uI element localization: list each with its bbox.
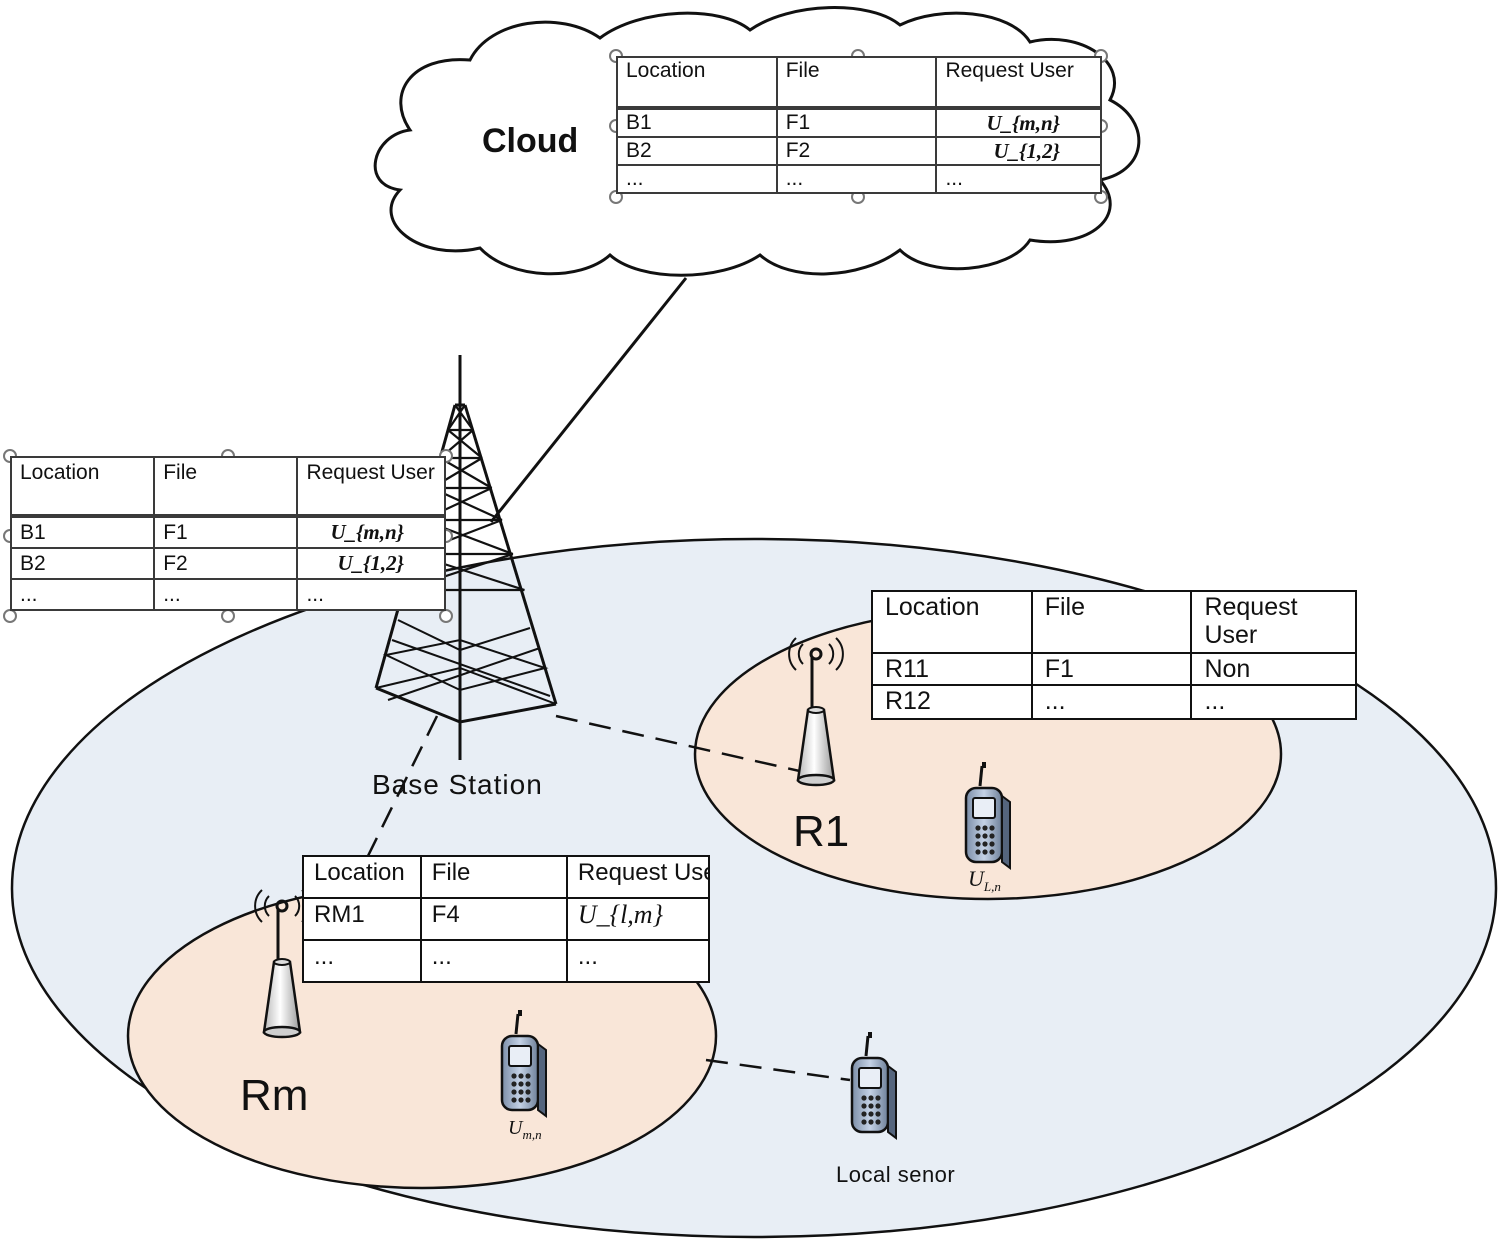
table-row: B2 F2 U_{1,2} bbox=[9, 547, 446, 580]
col-header: Location bbox=[616, 56, 778, 110]
table-cell: B1 bbox=[9, 515, 156, 549]
local-sensor-label: Local senor bbox=[836, 1162, 955, 1187]
table-cell: U_{m,n} bbox=[935, 107, 1102, 138]
table-cell: U_{1,2} bbox=[296, 547, 446, 580]
col-header: File bbox=[419, 855, 568, 899]
table-cell: ... bbox=[565, 939, 711, 983]
col-header: Request User bbox=[296, 456, 446, 518]
col-header: Request User bbox=[1190, 590, 1357, 654]
table-cell: ... bbox=[296, 578, 446, 611]
cloud-label: Cloud bbox=[482, 122, 578, 160]
col-header: File bbox=[1030, 590, 1193, 654]
table-cell: F1 bbox=[1030, 652, 1193, 686]
cloud-cache-table: Location File Request User B1 F1 U_{m,n}… bbox=[616, 56, 1102, 194]
col-header: Location bbox=[871, 590, 1033, 654]
table-row: ... ... ... bbox=[616, 164, 1102, 194]
table-cell: F4 bbox=[419, 897, 568, 941]
table-cell: ... bbox=[1190, 684, 1357, 720]
rm-cache-table: Location File Request User RM1 F4 U_{l,m… bbox=[302, 855, 711, 983]
tower-brace bbox=[454, 404, 474, 431]
rm-sensor-link bbox=[705, 1058, 851, 1082]
table-cell: F2 bbox=[153, 547, 299, 580]
bs-rm-link bbox=[364, 715, 439, 861]
table-header-row: Location File Request User bbox=[9, 456, 446, 518]
rm-label: Rm bbox=[240, 1071, 308, 1120]
table-cell: ... bbox=[153, 578, 299, 611]
table-cell: ... bbox=[419, 939, 568, 983]
col-header: Request User bbox=[565, 855, 711, 899]
table-cell: U_{m,n} bbox=[296, 515, 446, 549]
table-cell: U_{1,2} bbox=[935, 136, 1102, 166]
table-cell: ... bbox=[775, 164, 938, 194]
table-cell: Non bbox=[1190, 652, 1357, 686]
cloud-backhaul-link bbox=[489, 277, 688, 523]
r1-label: R1 bbox=[793, 807, 849, 856]
r1-cache-table: Location File Request User R11 F1 Non R1… bbox=[871, 590, 1357, 720]
table-cell: R12 bbox=[871, 684, 1033, 720]
tower-brace bbox=[447, 429, 483, 459]
table-row: R12 ... ... bbox=[871, 684, 1357, 720]
table-cell: F2 bbox=[775, 136, 938, 166]
table-row: B2 F2 U_{1,2} bbox=[616, 136, 1102, 166]
table-row: ... ... ... bbox=[302, 939, 711, 983]
col-header: Location bbox=[9, 456, 156, 518]
table-cell: ... bbox=[9, 578, 156, 611]
table-cell: B1 bbox=[616, 107, 778, 138]
table-row: RM1 F4 U_{l,m} bbox=[302, 897, 711, 941]
table-header-row: Location File Request User bbox=[871, 590, 1357, 654]
col-header: File bbox=[775, 56, 938, 110]
table-cell: ... bbox=[616, 164, 778, 194]
table-cell: ... bbox=[935, 164, 1102, 194]
table-row: B1 F1 U_{m,n} bbox=[616, 107, 1102, 138]
table-cell: R11 bbox=[871, 652, 1033, 686]
base-station-label: Base Station bbox=[372, 769, 543, 800]
table-cell: RM1 bbox=[302, 897, 422, 941]
table-row: R11 F1 Non bbox=[871, 652, 1357, 686]
table-row: ... ... ... bbox=[9, 578, 446, 611]
table-cell: F1 bbox=[153, 515, 299, 549]
col-header: Location bbox=[302, 855, 422, 899]
table-cell: U_{l,m} bbox=[565, 897, 711, 941]
table-header-row: Location File Request User bbox=[302, 855, 711, 899]
table-cell: F1 bbox=[775, 107, 938, 138]
rm-user-symbol: Um,n bbox=[508, 1117, 542, 1142]
table-cell: ... bbox=[1030, 684, 1193, 720]
tower-brace bbox=[439, 457, 493, 489]
table-cell: ... bbox=[302, 939, 422, 983]
table-row: B1 F1 U_{m,n} bbox=[9, 515, 446, 549]
bs-r1-link bbox=[555, 714, 805, 774]
tower-brace bbox=[447, 404, 466, 431]
table-cell: B2 bbox=[616, 136, 778, 166]
col-header: File bbox=[153, 456, 299, 518]
table-header-row: Location File Request User bbox=[616, 56, 1102, 110]
r1-user-symbol: UL,n bbox=[968, 866, 1001, 894]
table-cell: B2 bbox=[9, 547, 156, 580]
base-station-cache-table: Location File Request User B1 F1 U_{m,n}… bbox=[9, 456, 446, 611]
col-header: Request User bbox=[935, 56, 1102, 110]
